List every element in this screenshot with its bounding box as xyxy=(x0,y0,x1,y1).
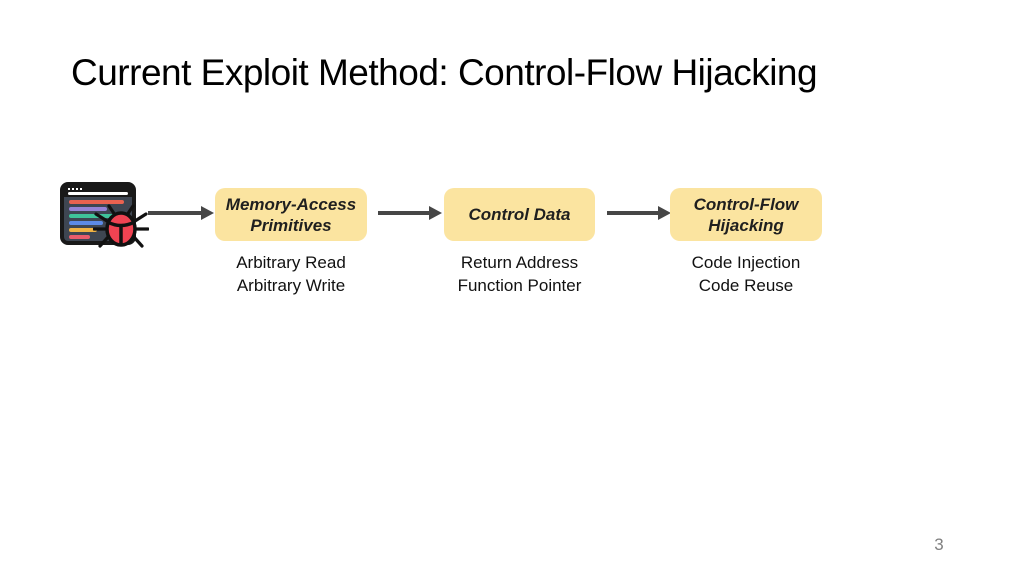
arrow-shaft xyxy=(607,211,658,215)
code-line xyxy=(69,228,97,232)
arrow-shaft xyxy=(148,211,201,215)
window-address-strip xyxy=(68,192,128,195)
step-caption-control-flow-hijacking: Code Injection Code Reuse xyxy=(691,253,801,295)
flow-arrow xyxy=(378,206,442,220)
page-number: 3 xyxy=(934,535,944,554)
code-line xyxy=(69,235,90,239)
arrow-head-icon xyxy=(201,206,214,220)
step-box-control-flow-hijacking: Control-Flow Hijacking xyxy=(670,188,822,241)
arrow-head-icon xyxy=(429,206,442,220)
flow-arrow xyxy=(607,206,671,220)
step-caption-memory-access-primitives: Arbitrary Read Arbitrary Write xyxy=(236,253,346,295)
window-control-dots xyxy=(68,188,129,190)
window-dot xyxy=(80,188,82,190)
code-lines xyxy=(64,197,132,239)
code-line xyxy=(69,207,107,211)
step-caption-control-data: Return Address Function Pointer xyxy=(457,253,582,295)
code-line xyxy=(69,221,103,225)
arrow-shaft xyxy=(378,211,429,215)
code-line xyxy=(69,214,115,218)
code-line xyxy=(69,200,124,204)
window-title-bar xyxy=(64,186,132,197)
step-box-memory-access-primitives: Memory-Access Primitives xyxy=(215,188,367,241)
step-box-control-data: Control Data xyxy=(444,188,595,241)
window-dot xyxy=(76,188,78,190)
window-dot xyxy=(68,188,70,190)
window-dot xyxy=(72,188,74,190)
arrow-head-icon xyxy=(658,206,671,220)
bug-icon xyxy=(93,204,149,248)
slide-title: Current Exploit Method: Control-Flow Hij… xyxy=(71,52,818,93)
flow-arrow xyxy=(148,206,214,220)
